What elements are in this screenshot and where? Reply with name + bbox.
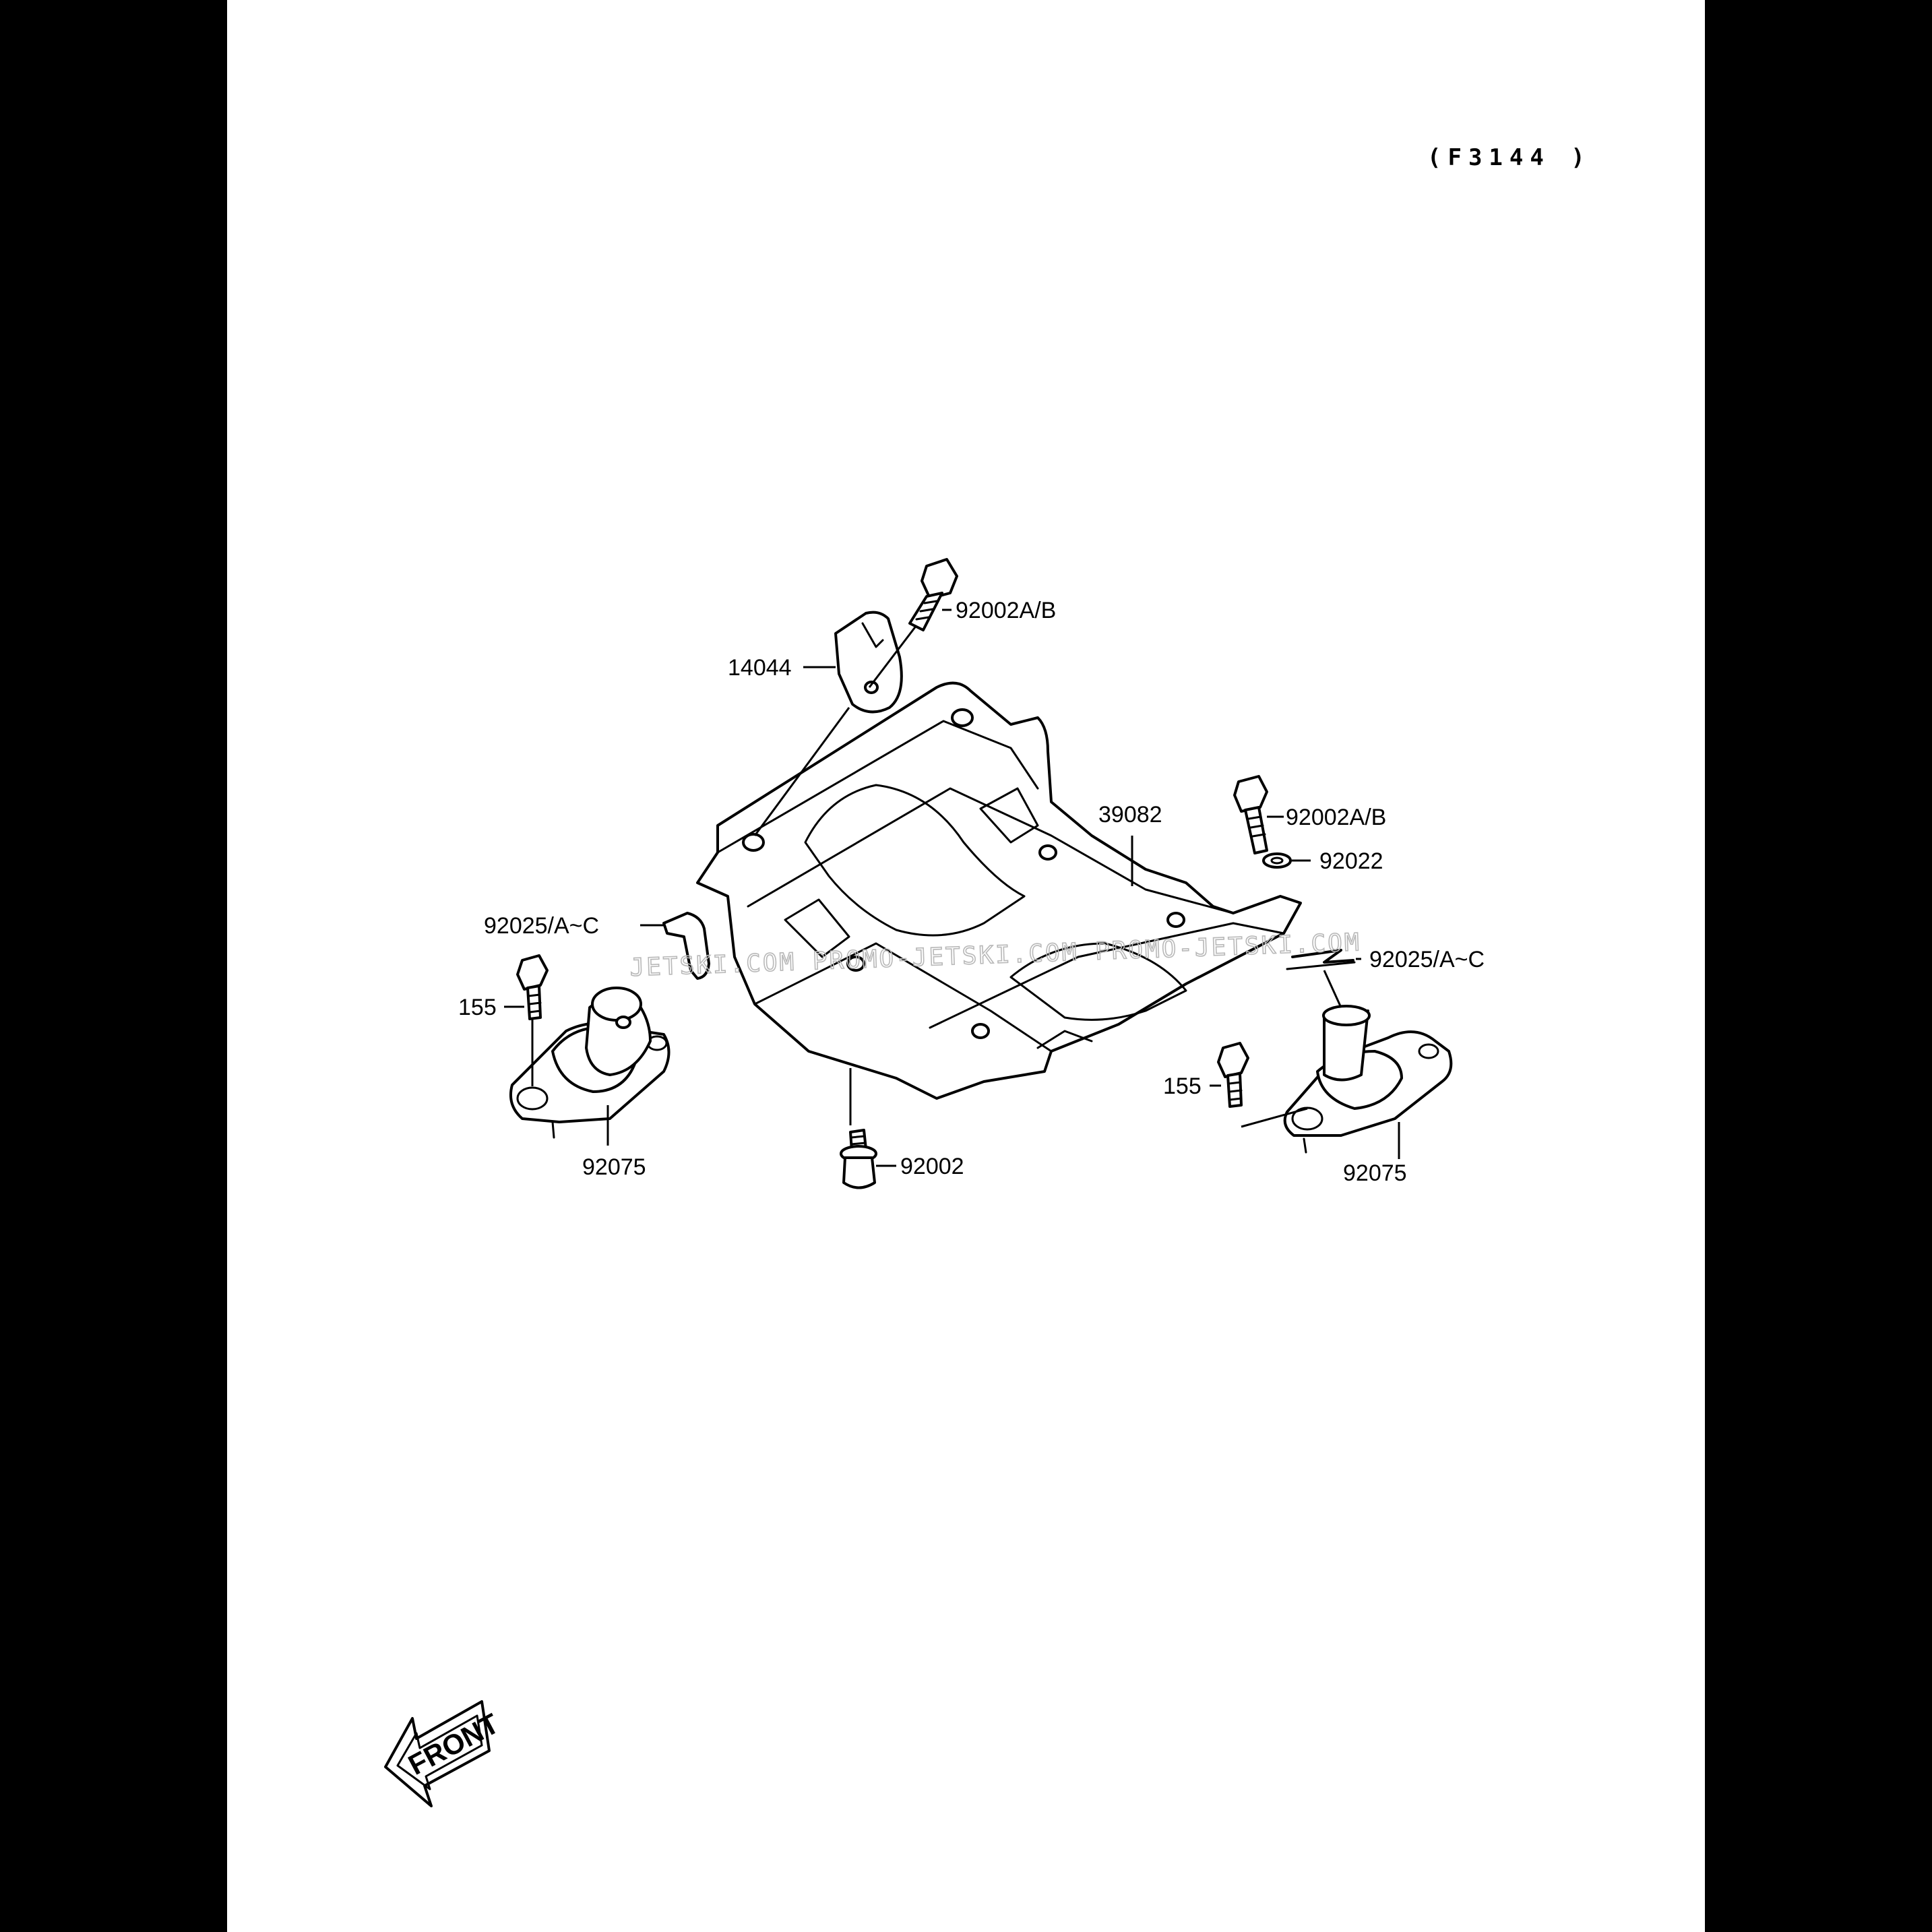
bolt-right-part: [1233, 775, 1268, 854]
bolt-right-mount-part: [1217, 1042, 1249, 1108]
bolt-bottom-part: [840, 1129, 877, 1189]
figure-code: (F3144 ): [1427, 144, 1592, 171]
leader-lines: [504, 609, 1400, 1167]
callout-mount-right: 92075: [1343, 1160, 1407, 1186]
callout-plate: 14044: [728, 655, 792, 681]
washer-part: [1262, 852, 1292, 869]
callout-washer: 92022: [1319, 848, 1383, 874]
callout-shim-right: 92025/A~C: [1369, 947, 1485, 972]
callout-bed: 39082: [1098, 802, 1162, 828]
shim-right-part: [1286, 949, 1356, 970]
callout-shim-left: 92025/A~C: [484, 913, 599, 939]
callout-mount-left: 92075: [582, 1154, 646, 1180]
bolt-top-part: [908, 558, 958, 631]
callout-bolt-top: 92002A/B: [956, 598, 1056, 623]
front-direction-arrow: FRONT: [384, 1700, 504, 1807]
mount-right-part: [1283, 1005, 1453, 1154]
mount-left-part: [509, 987, 671, 1139]
callout-bolt-right-mount: 155: [1163, 1073, 1202, 1099]
shim-left-part: [662, 912, 710, 980]
plate-part: [834, 611, 903, 714]
callout-bolt-right: 92002A/B: [1286, 805, 1386, 830]
engine-bed-part: [696, 681, 1302, 1100]
bolt-left-mount-part: [516, 954, 549, 1020]
callout-bolt-left: 155: [458, 995, 497, 1020]
callout-bolt-bottom: 92002: [900, 1154, 964, 1179]
